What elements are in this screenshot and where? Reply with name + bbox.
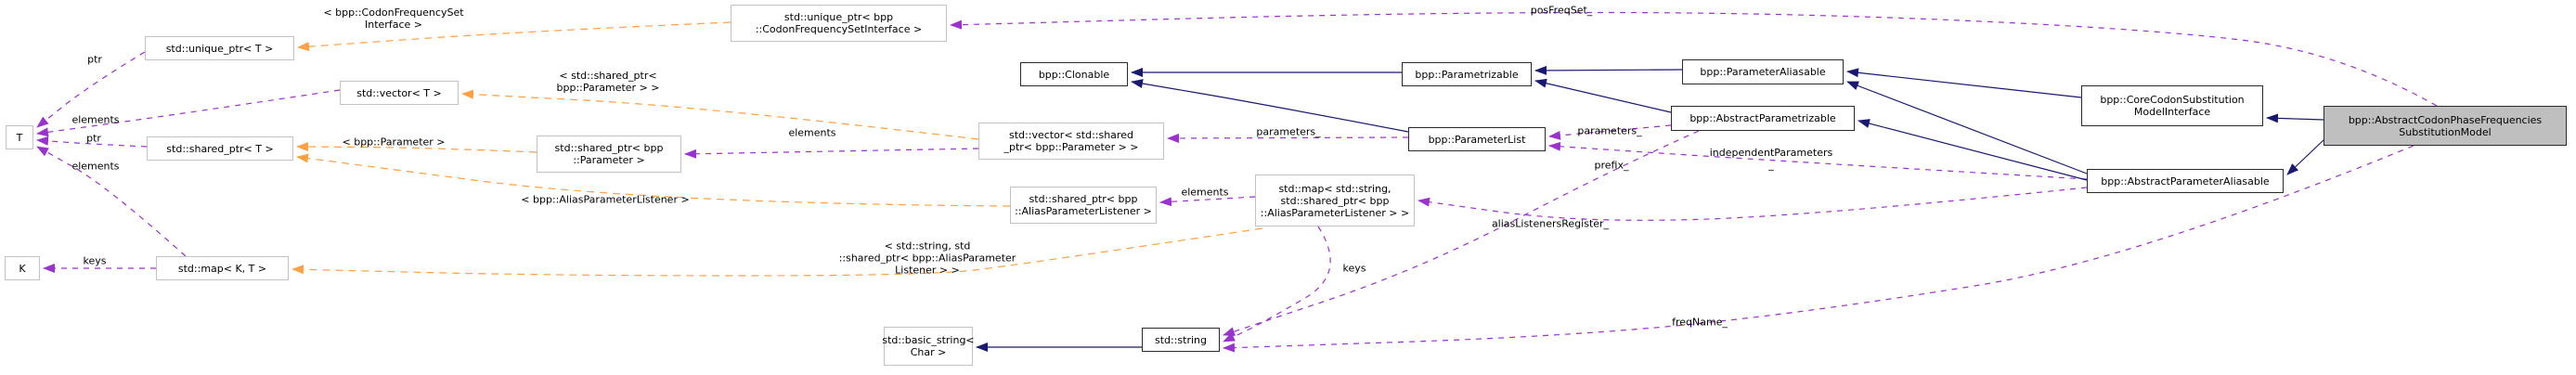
node-label: std::map< K, T > — [177, 262, 267, 275]
node-label: bpp::ParameterAliasable — [1700, 66, 1826, 78]
edge-inheritance — [1131, 79, 1409, 133]
edge-template — [296, 153, 1011, 207]
node-label: std::unique_ptr< bpp ::CodonFrequencySet… — [755, 11, 923, 35]
edge-usage — [1548, 124, 1672, 140]
node-label: K — [19, 262, 26, 275]
node-unique-ptr-t: std::unique_ptr< T > — [145, 36, 294, 60]
node-t: T — [6, 125, 33, 149]
node-map-string-aliasparameterlistener: std::map< std::string, std::shared_ptr< … — [1255, 175, 1415, 226]
node-label: bpp::CoreCodonSubstitution ModelInterfac… — [2100, 94, 2245, 118]
node-shared-ptr-t: std::shared_ptr< T > — [147, 136, 293, 161]
edge-usage — [1548, 141, 2088, 180]
node-parametrizable[interactable]: bpp::Parametrizable — [1402, 62, 1532, 86]
edge-inheritance — [1858, 119, 2088, 181]
node-map-kt: std::map< K, T > — [156, 256, 289, 280]
node-vector-shared-ptr-parameter: std::vector< std::shared _ptr< bpp::Para… — [978, 123, 1164, 160]
node-basic-string: std::basic_string< Char > — [882, 327, 975, 366]
node-abstract-codon-phase-frequencies-substitution-model: bpp::AbstractCodonPhaseFrequencies Subst… — [2324, 106, 2567, 146]
edge-usage — [36, 136, 148, 148]
node-k: K — [5, 256, 40, 280]
node-label: bpp::AbstractParametrizable — [1689, 112, 1836, 124]
node-label: std::vector< std::shared _ptr< bpp::Para… — [1003, 129, 1139, 153]
edge-template — [291, 227, 1263, 277]
edge-usage — [1223, 130, 1700, 336]
node-parameter-list[interactable]: bpp::ParameterList — [1408, 127, 1546, 151]
edge-usage — [1223, 226, 1331, 343]
node-label: T — [16, 131, 23, 144]
edge-usage — [1417, 187, 2088, 221]
node-label: std::string — [1154, 333, 1207, 346]
edge-template — [296, 142, 537, 153]
edge-usage — [1223, 145, 2414, 353]
node-shared-ptr-parameter: std::shared_ptr< bpp ::Parameter > — [537, 136, 681, 173]
node-unique-ptr-codonfrequencysetinterface: std::unique_ptr< bpp ::CodonFrequencySet… — [731, 5, 947, 42]
node-label: std::vector< T > — [356, 86, 442, 99]
edge-inheritance — [2266, 113, 2324, 123]
node-label: std::unique_ptr< T > — [165, 42, 274, 55]
node-clonable[interactable]: bpp::Clonable — [1020, 62, 1128, 86]
node-vector-t: std::vector< T > — [340, 81, 459, 105]
node-label: std::shared_ptr< bpp ::Parameter > — [554, 142, 664, 166]
edge-usage — [36, 51, 146, 128]
node-label: bpp::AbstractCodonPhaseFrequencies Subst… — [2348, 113, 2543, 138]
node-label: std::shared_ptr< bpp ::AliasParameterLis… — [1015, 193, 1152, 217]
node-label: std::basic_string< Char > — [882, 334, 975, 358]
node-label: bpp::Clonable — [1038, 68, 1110, 81]
node-core-codon-substitution-model-interface[interactable]: bpp::CoreCodonSubstitution ModelInterfac… — [2081, 85, 2263, 126]
node-abstract-parametrizable[interactable]: bpp::AbstractParametrizable — [1671, 106, 1855, 131]
edge-usage — [36, 89, 341, 137]
edge-usage — [1167, 133, 1409, 143]
node-string[interactable]: std::string — [1142, 328, 1220, 352]
edge-inheritance — [1534, 78, 1672, 113]
edge-usage — [950, 11, 2438, 107]
node-shared-ptr-aliasparameterlistener: std::shared_ptr< bpp ::AliasParameterLis… — [1010, 187, 1157, 224]
edge-usage — [684, 148, 979, 159]
edge-inheritance — [2286, 139, 2324, 175]
edge-template — [461, 89, 979, 140]
node-label: bpp::Parametrizable — [1415, 68, 1519, 81]
node-parameter-aliasable[interactable]: bpp::ParameterAliasable — [1682, 59, 1844, 84]
node-label: std::map< std::string, std::shared_ptr< … — [1260, 182, 1410, 219]
edge-inheritance — [1846, 81, 2088, 175]
edge-inheritance — [1846, 68, 2082, 98]
edge-usage — [36, 146, 187, 257]
node-abstract-parameter-aliasable[interactable]: bpp::AbstractParameterAliasable — [2087, 169, 2284, 193]
node-label: std::shared_ptr< T > — [166, 142, 274, 155]
node-label: bpp::ParameterList — [1428, 133, 1526, 146]
edge-usage — [1159, 196, 1256, 207]
edge-template — [297, 21, 731, 52]
node-label: bpp::AbstractParameterAliasable — [2101, 175, 2270, 188]
edge-inheritance — [1534, 65, 1683, 75]
